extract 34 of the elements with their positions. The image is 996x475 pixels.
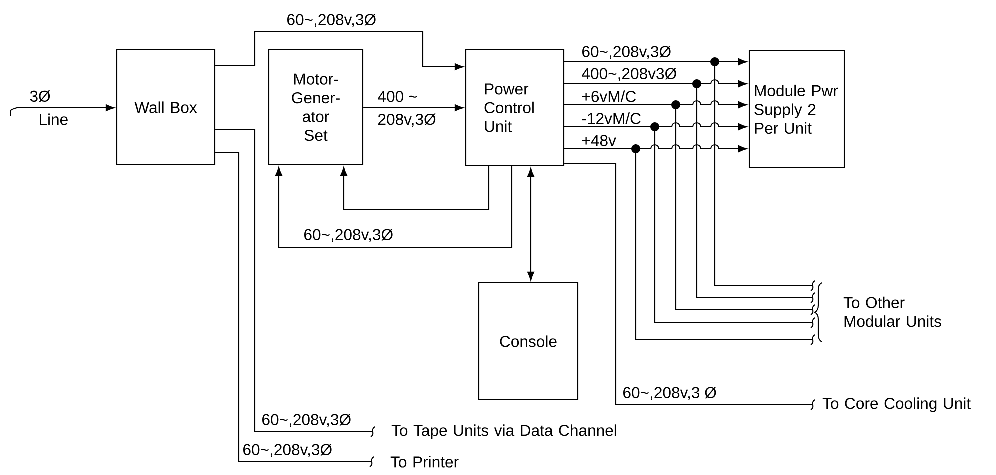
note-label: 208v,3Ø <box>378 114 436 128</box>
connector <box>528 168 534 281</box>
destination-text: To Core Cooling Unit <box>822 398 971 412</box>
connector <box>564 163 813 406</box>
connector <box>564 122 813 324</box>
edge-label: +6vM/C <box>580 90 638 104</box>
edge-label: 400 ~ <box>376 90 419 104</box>
note-label: Line <box>40 114 68 126</box>
destination-text: To Printer <box>390 456 459 468</box>
block-box: Module Pwr Supply 2 Per Unit <box>748 50 846 169</box>
connector <box>10 104 115 116</box>
destination-text: To Other Modular Units <box>844 296 942 328</box>
edge-label: 60~,208v,3Ø <box>580 44 673 60</box>
edge-label: 60~,208v,3Ø <box>260 412 353 428</box>
destination-text: To Tape Units via Data Channel <box>392 424 616 440</box>
block-box: Console <box>478 282 579 401</box>
connector <box>216 129 373 433</box>
block-box: Motor- Gener- ator Set <box>268 49 364 166</box>
edge-label: 60~,208v,3 Ø <box>622 386 718 402</box>
block-box: Wall Box <box>116 49 216 166</box>
connector <box>364 104 464 112</box>
edge-label: 3Ø <box>28 89 52 104</box>
connector <box>340 166 490 211</box>
connector <box>564 144 813 341</box>
edge-label: 400~,208v3Ø <box>580 66 678 82</box>
edge-label: 60~,208v,3Ø <box>242 442 334 458</box>
edge-label: 60~,208v,3Ø <box>286 12 378 28</box>
edge-label: 60~,208v,3Ø <box>302 228 395 244</box>
edge-label: +48v <box>580 134 618 148</box>
connector <box>216 152 372 463</box>
block-box: Power Control Unit <box>465 49 565 167</box>
edge-label: -12vM/C <box>580 112 643 126</box>
connector <box>276 166 513 249</box>
connector <box>216 31 464 70</box>
